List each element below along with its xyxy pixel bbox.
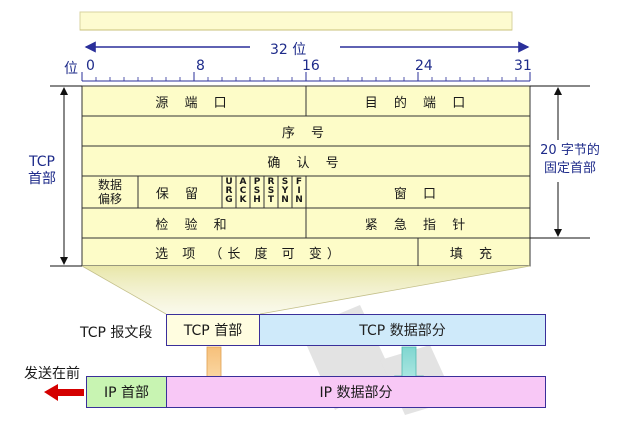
tcp-header-segment: TCP 首部 xyxy=(166,314,260,346)
bit-ruler xyxy=(81,72,531,82)
tcp-header-table xyxy=(81,85,531,267)
tcp-header-side-label: TCP 首部 xyxy=(24,154,60,188)
ack-number-cell: 确 认 号 xyxy=(267,155,345,171)
fixed-header-label: 20 字节的 固定首部 xyxy=(534,142,606,178)
padding-cell: 填 充 xyxy=(449,246,499,262)
source-port-cell: 源 端 口 xyxy=(155,95,233,111)
sequence-number-cell: 序 号 xyxy=(281,125,331,141)
send-first-label: 发送在前 xyxy=(24,366,80,382)
tcp-segment-label: TCP 报文段 xyxy=(80,325,153,341)
reserved-cell: 保 留 xyxy=(155,186,205,202)
urgent-pointer-cell: 紧 急 指 针 xyxy=(364,217,472,233)
top-decoration-bar xyxy=(79,11,513,31)
bit-ruler-minor-ticks xyxy=(95,77,517,81)
bit-width-label: 32 位 xyxy=(270,42,307,58)
data-offset-cell: 数据 偏移 xyxy=(82,176,138,208)
checksum-cell: 检 验 和 xyxy=(155,217,233,233)
data-offset-line2: 偏移 xyxy=(97,192,122,206)
data-offset-line1: 数据 xyxy=(97,178,122,192)
fixed-header-label-line1: 20 字节的 xyxy=(540,143,600,158)
bit-tick-16: 16 xyxy=(302,58,320,74)
bit-tick-24: 24 xyxy=(415,58,433,74)
bit-tick-8: 8 xyxy=(196,58,205,74)
ip-header-segment: IP 首部 xyxy=(86,376,167,408)
bit-label: 位 xyxy=(64,61,78,77)
expansion-fan xyxy=(82,266,530,314)
tcp-header-side-label-line1: TCP xyxy=(29,154,55,170)
destination-port-cell: 目 的 端 口 xyxy=(364,95,472,111)
options-cell: 选 项 （长 度 可 变） xyxy=(155,246,345,262)
bit-tick-0: 0 xyxy=(86,58,95,74)
fixed-header-label-line2: 固定首部 xyxy=(543,161,596,176)
ip-data-segment: IP 数据部分 xyxy=(166,376,546,408)
send-first-arrow xyxy=(44,384,84,401)
tcp-data-segment: TCP 数据部分 xyxy=(259,314,546,346)
bit-tick-31: 31 xyxy=(514,58,532,74)
tcp-header-side-label-line2: 首部 xyxy=(28,171,56,187)
window-cell: 窗 口 xyxy=(393,186,443,202)
